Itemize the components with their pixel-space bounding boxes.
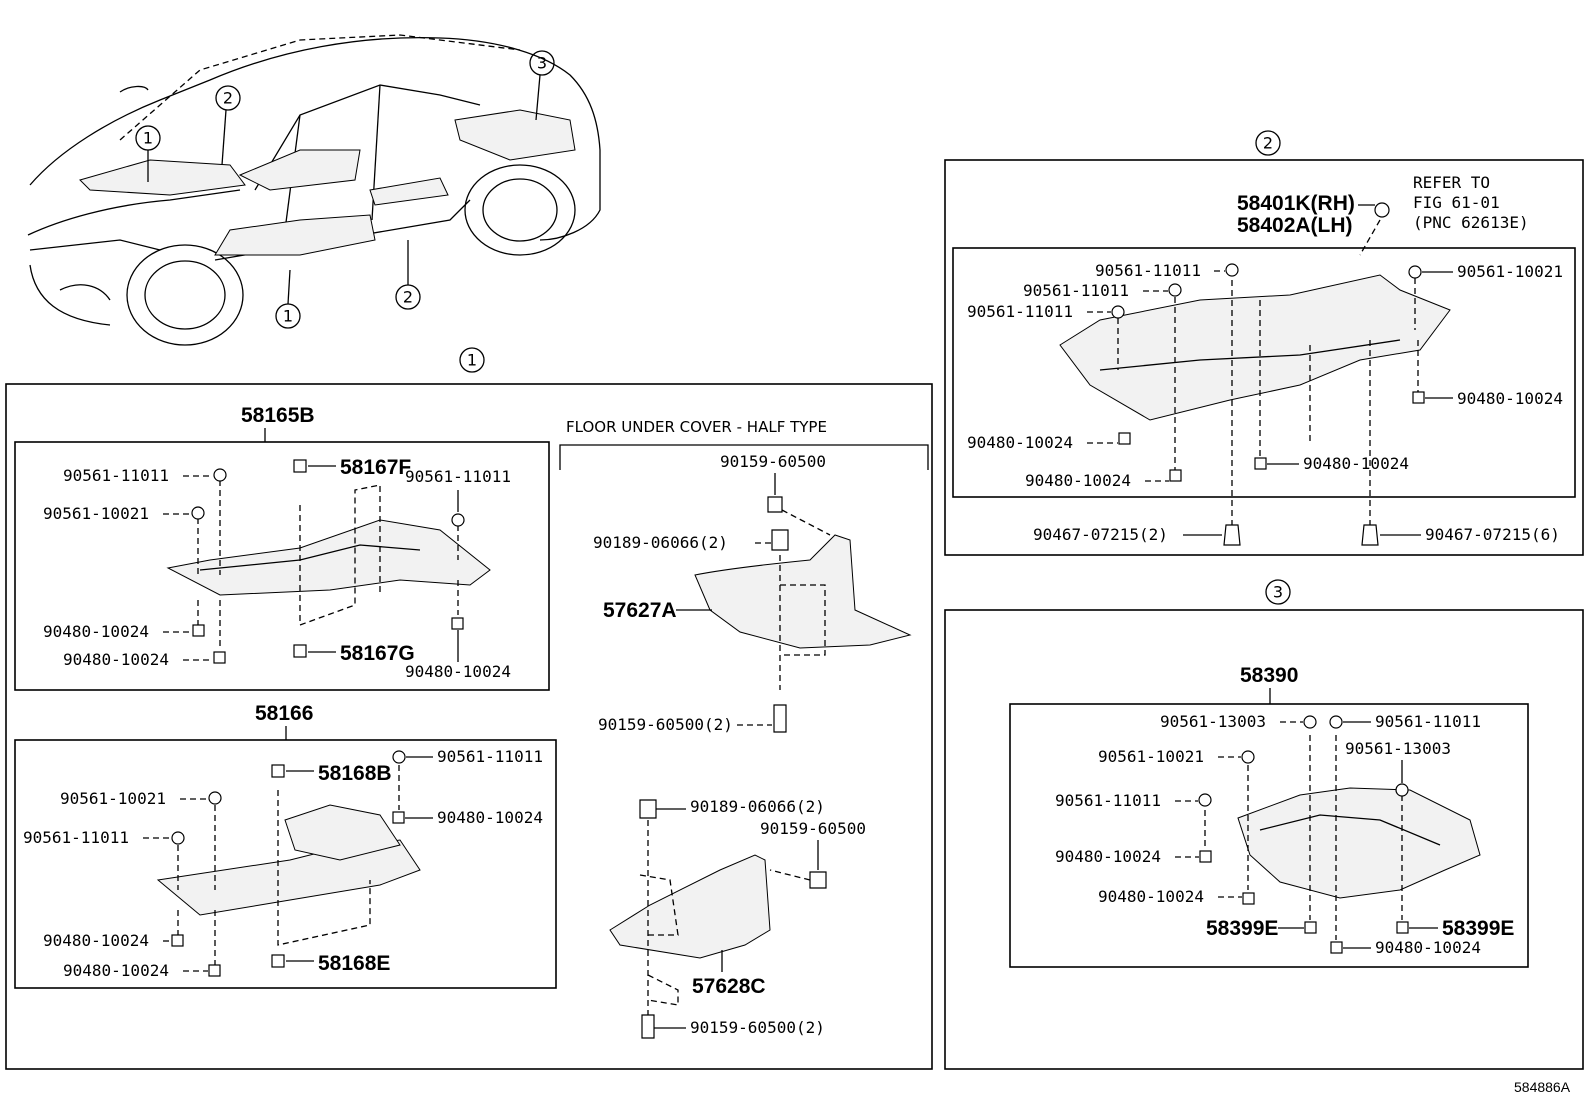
refer-line-1: REFER TO — [1413, 173, 1490, 192]
section-2-number: 2 — [1255, 130, 1281, 156]
label-s3-90480-10024-a: 90480-10024 — [1055, 847, 1161, 866]
part-58168B: 58168B — [318, 762, 392, 785]
label-90480-10024-e: 90480-10024 — [43, 931, 149, 950]
label-90159-60500-c: 90159-60500 — [760, 819, 866, 838]
label-s3-90561-13003-a: 90561-13003 — [1160, 712, 1266, 731]
section-1-frame — [5, 383, 933, 1070]
label-90561-11011-d: 90561-11011 — [23, 828, 129, 847]
refer-line-3: (PNC 62613E) — [1413, 213, 1529, 232]
label-90480-10024-c: 90480-10024 — [405, 662, 511, 681]
car-callout-3: 3 — [529, 50, 555, 121]
section-2-frame — [944, 159, 1584, 556]
part-58166-shape — [156, 839, 421, 916]
label-s3-90480-10024-c: 90480-10024 — [1375, 938, 1481, 957]
svg-text:1: 1 — [283, 307, 293, 326]
part-58390-title: 58390 — [1240, 664, 1298, 687]
label-s2-90467-07215-6: 90467-07215(6) — [1425, 525, 1560, 544]
car-callout-2-bottom: 2 — [395, 240, 421, 310]
group-58165B-frame — [14, 441, 550, 691]
label-s3-90561-11011-a: 90561-11011 — [1375, 712, 1481, 731]
car-callout-1-top: 1 — [135, 125, 161, 182]
label-90480-10024-f: 90480-10024 — [63, 961, 169, 980]
label-90159-60500-a: 90159-60500 — [720, 452, 826, 471]
svg-text:3: 3 — [537, 54, 547, 73]
label-s2-90480-10024-b: 90480-10024 — [967, 433, 1073, 452]
svg-text:2: 2 — [223, 89, 233, 108]
car-overview-illustration — [27, 34, 601, 346]
section-3-frame — [944, 609, 1584, 1070]
part-58167F: 58167F — [340, 456, 411, 479]
svg-text:2: 2 — [403, 288, 413, 307]
label-90561-11011: 90561-11011 — [63, 466, 169, 485]
section-3-number: 3 — [1265, 579, 1291, 605]
car-callout-1-bottom: 1 — [275, 269, 301, 329]
label-s3-90561-10021: 90561-10021 — [1098, 747, 1204, 766]
label-s3-90561-13003-b: 90561-13003 — [1345, 739, 1451, 758]
svg-text:3: 3 — [1273, 583, 1283, 602]
label-s2-90467-07215-2: 90467-07215(2) — [1033, 525, 1168, 544]
label-s2-90561-10021: 90561-10021 — [1457, 262, 1563, 281]
svg-text:1: 1 — [467, 351, 477, 370]
label-90480-10024-d: 90480-10024 — [437, 808, 543, 827]
part-58168E: 58168E — [318, 952, 390, 975]
svg-text:2: 2 — [1263, 134, 1273, 153]
label-90189-06066-a: 90189-06066(2) — [593, 533, 728, 552]
part-57627A: 57627A — [603, 599, 677, 622]
label-s2-90561-11011-c: 90561-11011 — [967, 302, 1073, 321]
label-s3-90480-10024-b: 90480-10024 — [1098, 887, 1204, 906]
label-s2-90480-10024-d: 90480-10024 — [1025, 471, 1131, 490]
part-58167G: 58167G — [340, 642, 415, 665]
label-90561-10021: 90561-10021 — [43, 504, 149, 523]
svg-text:1: 1 — [143, 129, 153, 148]
part-58402A: 58402A(LH) — [1237, 214, 1353, 237]
part-58165B-shape — [166, 519, 491, 596]
part-58401K: 58401K(RH) — [1237, 192, 1355, 215]
label-90159-60500-d: 90159-60500(2) — [690, 1018, 825, 1037]
refer-line-2: FIG 61-01 — [1413, 193, 1500, 212]
label-90561-11011-b: 90561-11011 — [405, 467, 511, 486]
part-57627A-shape — [694, 534, 912, 649]
label-s2-90561-11011-a: 90561-11011 — [1095, 261, 1201, 280]
part-58399E-a: 58399E — [1206, 917, 1278, 940]
label-s2-90480-10024-a: 90480-10024 — [1457, 389, 1563, 408]
label-s2-90561-11011-b: 90561-11011 — [1023, 281, 1129, 300]
part-58166-title: 58166 — [255, 702, 313, 725]
car-callout-2-top: 2 — [215, 85, 241, 166]
part-57628C-shape — [609, 854, 771, 959]
label-90480-10024-b: 90480-10024 — [63, 650, 169, 669]
label-s3-90561-11011-b: 90561-11011 — [1055, 791, 1161, 810]
label-s2-90480-10024-c: 90480-10024 — [1303, 454, 1409, 473]
section-2-inner-frame — [952, 247, 1576, 498]
section-1-number: 1 — [459, 347, 485, 373]
part-58165B-title: 58165B — [241, 404, 315, 427]
part-58390-shape — [1237, 787, 1481, 899]
label-90480-10024-a: 90480-10024 — [43, 622, 149, 641]
label-90189-06066-b: 90189-06066(2) — [690, 797, 825, 816]
label-90159-60500-b: 90159-60500(2) — [598, 715, 733, 734]
group-58166-frame — [14, 739, 557, 989]
part-58399E-b: 58399E — [1442, 917, 1514, 940]
section-3-inner-frame — [1009, 703, 1529, 968]
half-type-title: FLOOR UNDER COVER - HALF TYPE — [566, 418, 827, 436]
part-57628C: 57628C — [692, 975, 766, 998]
diagram-code: 584886A — [1514, 1079, 1571, 1095]
label-90561-11011-c: 90561-11011 — [437, 747, 543, 766]
part-58401K-shape — [1059, 274, 1451, 421]
label-90561-10021-b: 90561-10021 — [60, 789, 166, 808]
